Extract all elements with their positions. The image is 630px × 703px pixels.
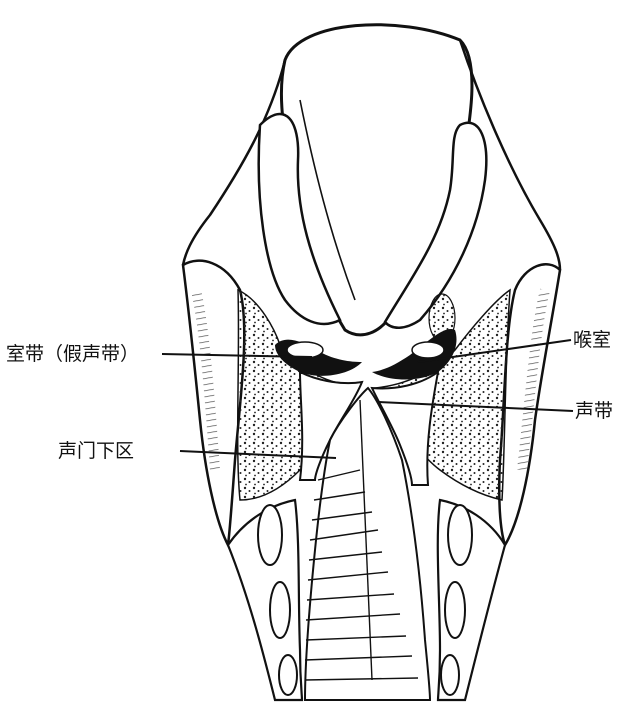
label-subglottic-region: 声门下区 [58,440,134,462]
label-laryngeal-ventricle: 喉室 [573,329,611,351]
label-ventricular-fold: 室带（假声带） [6,343,139,365]
label-vocal-cord: 声带 [575,400,613,422]
